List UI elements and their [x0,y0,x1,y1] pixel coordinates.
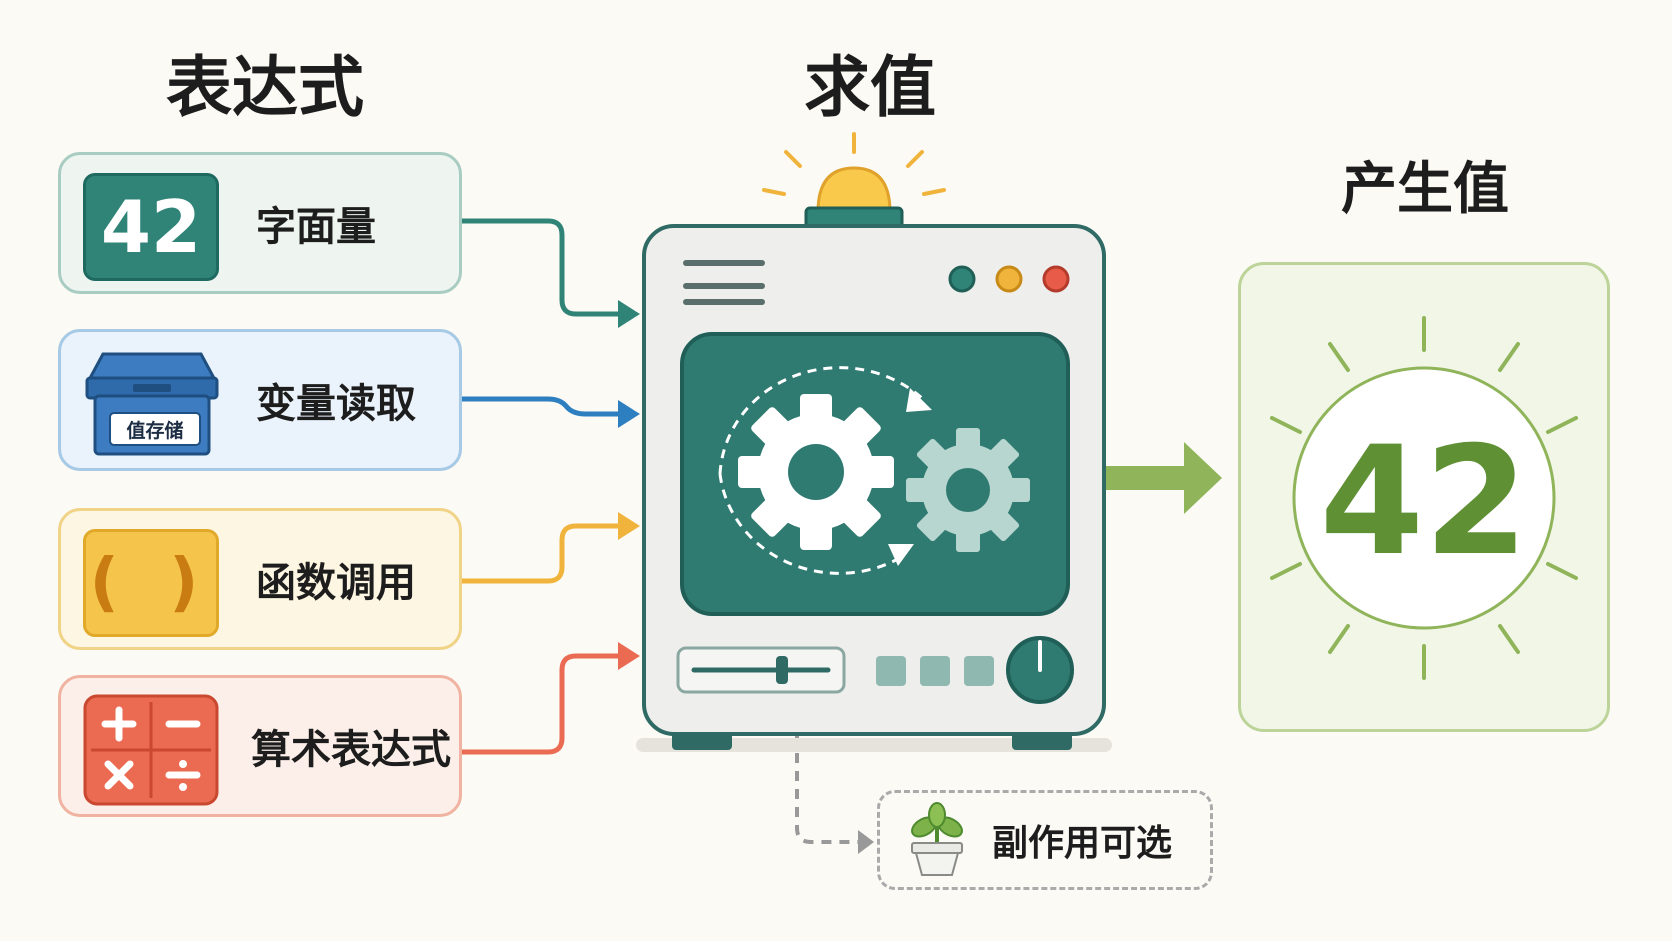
side-effect-box: 副作用可选 [877,790,1213,890]
card-arithmetic-label: 算术表达式 [251,727,451,773]
slider-knob [776,656,788,684]
produce-value-heading: 产生值 [1341,157,1509,222]
machine-shadow [636,738,1112,752]
large-gear-icon [738,394,894,550]
literal-badge: 42 [83,173,219,281]
card-function-label: 函数调用 [256,560,416,606]
card-variable-read: 值存储 变量读取 [58,329,462,471]
card-literal: 42 字面量 [58,152,462,294]
arrowhead-arithmetic [618,642,640,670]
card-function-call: ( ) 函数调用 [58,508,462,650]
card-literal-label: 字面量 [256,204,376,250]
lamp-rays [762,132,946,196]
arrowhead-literal [618,300,640,328]
control-button-1 [876,656,906,686]
arrowhead-function [618,512,640,540]
side-effect-label: 副作用可选 [992,823,1173,864]
connector-literal [462,218,620,317]
evaluate-heading: 求值 [804,49,936,126]
control-button-2 [920,656,950,686]
calculator-icon [83,694,221,806]
result-panel [1238,262,1610,732]
result-rays [1270,316,1578,680]
status-light-red [1042,265,1070,293]
side-effect-connector [795,735,860,844]
result-circle [1292,366,1556,630]
status-light-yellow [995,265,1023,293]
connector-arithmetic [462,653,620,755]
number-badge-icon: 42 [83,173,221,281]
connector-function [462,523,620,584]
function-badge: ( ) [83,529,219,637]
control-button-3 [964,656,994,686]
arrowhead-variable [618,400,640,428]
expression-heading: 表达式 [166,49,364,126]
connector-variable [462,396,620,417]
rotation-arc-top [718,366,923,475]
rotation-arrow-bottom [888,544,914,566]
machine-vent-lines [683,260,765,305]
storage-box-icon: 值存储 [83,350,221,458]
lamp-bulb [816,166,892,214]
small-gear-icon [906,428,1030,552]
output-arrow-shaft [1106,466,1188,490]
side-effect-arrowhead [858,830,874,854]
card-arithmetic: 算术表达式 [58,675,462,817]
potted-plant-icon [911,802,963,876]
card-variable-label: 变量读取 [256,381,416,427]
storage-box-label: 值存储 [109,412,201,446]
status-light-green [948,265,976,293]
parentheses-icon: ( ) [83,529,221,637]
output-arrow-head [1184,442,1222,514]
result-value: 42 [1319,415,1529,589]
rotation-arc-bottom [718,473,897,575]
rotation-arrow-top [906,388,932,412]
